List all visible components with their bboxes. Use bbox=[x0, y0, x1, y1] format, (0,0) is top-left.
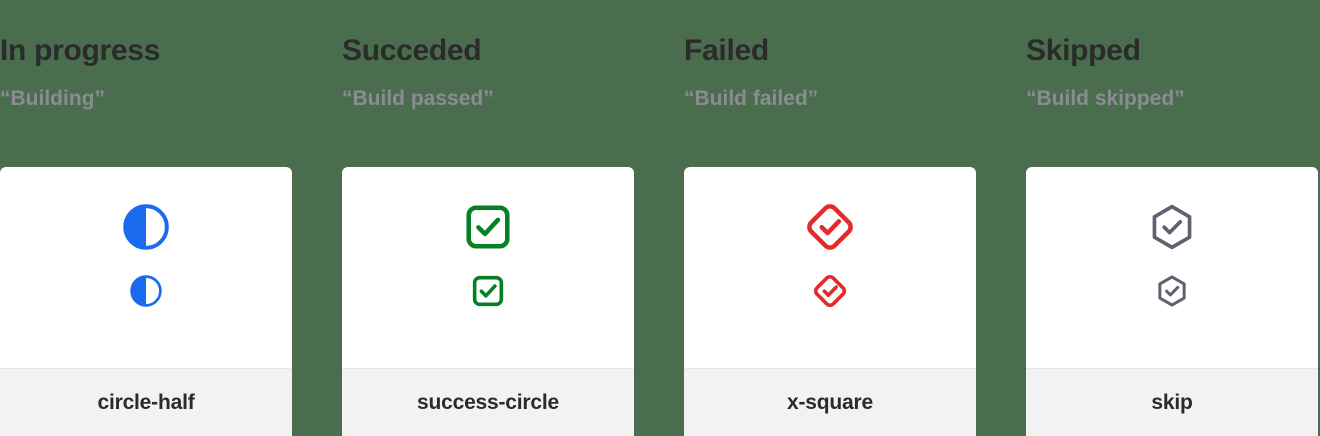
icon-card-footer: success-circle bbox=[342, 368, 634, 436]
column-heading: Succeded bbox=[342, 34, 482, 67]
skip-icon-small bbox=[1154, 273, 1190, 309]
icon-name-label: success-circle bbox=[417, 390, 559, 414]
icon-name-label: skip bbox=[1151, 390, 1193, 414]
status-column-succeded: Succeded “Build passed” succes bbox=[342, 0, 634, 436]
column-heading: In progress bbox=[0, 34, 161, 67]
icon-card[interactable]: x-square bbox=[684, 167, 976, 436]
status-column-skipped: Skipped “Build skipped” skip bbox=[1026, 0, 1318, 436]
column-subtitle: “Build failed” bbox=[684, 87, 819, 110]
icon-card[interactable]: skip bbox=[1026, 167, 1318, 436]
icon-card-footer: skip bbox=[1026, 368, 1318, 436]
icon-card-footer: circle-half bbox=[0, 368, 292, 436]
circle-half-icon bbox=[120, 201, 172, 253]
icon-card[interactable]: circle-half bbox=[0, 167, 292, 436]
icon-name-label: circle-half bbox=[97, 390, 195, 414]
icon-preview-area bbox=[1026, 167, 1318, 368]
icon-preview-area bbox=[0, 167, 292, 368]
column-subtitle: “Build passed” bbox=[342, 87, 494, 110]
status-column-failed: Failed “Build failed” bbox=[684, 0, 976, 436]
icon-card-footer: x-square bbox=[684, 368, 976, 436]
status-column-in-progress: In progress “Building” circle- bbox=[0, 0, 292, 436]
x-square-icon bbox=[804, 201, 856, 253]
success-circle-icon-small bbox=[470, 273, 506, 309]
success-circle-icon bbox=[462, 201, 514, 253]
circle-half-icon-small bbox=[128, 273, 164, 309]
icon-preview-area bbox=[684, 167, 976, 368]
icon-card[interactable]: success-circle bbox=[342, 167, 634, 436]
skip-icon bbox=[1146, 201, 1198, 253]
column-subtitle: “Building” bbox=[0, 87, 105, 110]
column-subtitle: “Build skipped” bbox=[1026, 87, 1185, 110]
icon-preview-area bbox=[342, 167, 634, 368]
icon-name-label: x-square bbox=[787, 390, 873, 414]
column-heading: Skipped bbox=[1026, 34, 1141, 67]
column-heading: Failed bbox=[684, 34, 769, 67]
x-square-icon-small bbox=[812, 273, 848, 309]
